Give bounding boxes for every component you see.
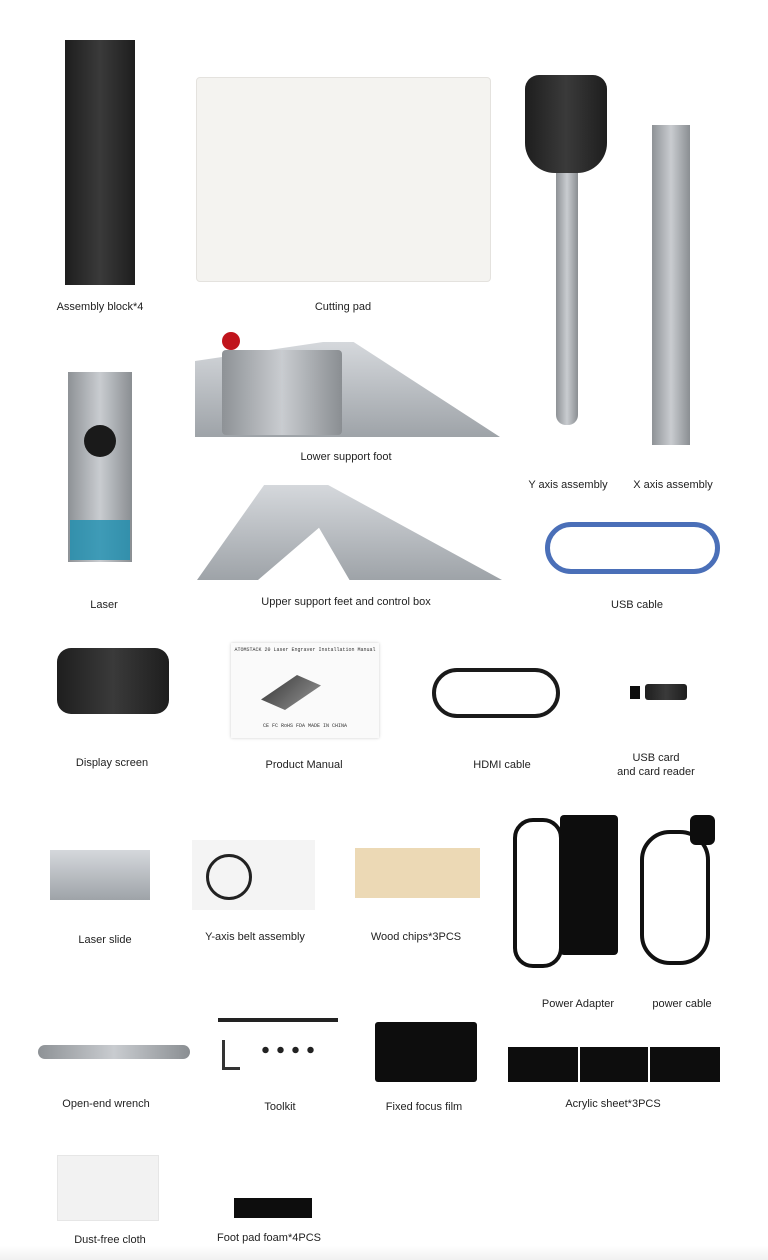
usb-cable-image [545, 522, 720, 574]
display-screen-label: Display screen [75, 757, 149, 769]
acrylic-sheet-image [580, 1047, 648, 1082]
laser-slide-label: Laser slide [78, 934, 132, 946]
cutting-pad-image [196, 77, 491, 282]
control-box-image [222, 350, 342, 435]
power-cable-label: power cable [652, 998, 712, 1010]
hdmi-cable-label: HDMI cable [473, 759, 531, 771]
usb-card-label: USB card [632, 752, 680, 764]
lower-support-foot-label: Lower support foot [300, 451, 392, 463]
laser-slide-image [50, 850, 150, 900]
upper-support-feet-image [197, 485, 502, 580]
foot-pad-foam-label: Foot pad foam*4PCS [217, 1232, 321, 1244]
screws-image [258, 1046, 318, 1054]
card-reader-image [645, 684, 687, 700]
power-cable-image [640, 830, 710, 965]
display-screen-image [57, 648, 169, 714]
assembly-block-label: Assembly block*4 [56, 301, 144, 313]
x-axis-assembly-label: X axis assembly [633, 479, 713, 491]
sd-card-image [630, 686, 640, 699]
usb-cable-label: USB cable [611, 599, 663, 611]
cutting-pad-label: Cutting pad [314, 301, 372, 313]
power-plug-image [690, 815, 715, 845]
manual-cover-engraver-image [261, 675, 321, 710]
acrylic-sheet-image [508, 1047, 578, 1082]
upper-support-feet-label: Upper support feet and control box [261, 596, 431, 608]
laser-label: Laser [90, 599, 118, 611]
laser-lens-image [70, 520, 130, 560]
wood-chips-image [355, 848, 480, 898]
power-adapter-image [560, 815, 618, 955]
toolkit-label: Toolkit [264, 1101, 296, 1113]
y-axis-belt-label: Y-axis belt assembly [205, 931, 305, 943]
emergency-button-icon [222, 332, 240, 350]
manual-cover-marks: CE FC RoHS FDA MADE IN CHINA [262, 723, 347, 729]
product-manual-image: ATOMSTACK 20 Laser Engraver Installation… [231, 643, 379, 738]
open-end-wrench-image [38, 1045, 190, 1059]
acrylic-sheet-label: Acrylic sheet*3PCS [565, 1098, 661, 1110]
y-axis-assembly-label: Y axis assembly [528, 479, 608, 491]
manual-cover-title: ATOMSTACK 20 Laser Engraver Installation… [234, 647, 376, 653]
y-axis-rod-image [556, 160, 578, 425]
card-reader-label: and card reader [617, 766, 695, 778]
product-manual-label: Product Manual [265, 759, 343, 771]
y-axis-head-image [525, 75, 607, 173]
wood-chips-label: Wood chips*3PCS [370, 931, 462, 943]
cable-ties-image [218, 1018, 338, 1022]
assembly-block-image [65, 40, 135, 285]
laser-knob-icon [84, 425, 116, 457]
open-end-wrench-label: Open-end wrench [62, 1098, 150, 1110]
dust-free-cloth-image [57, 1155, 159, 1221]
y-axis-belt-image [192, 840, 315, 910]
fixed-focus-film-label: Fixed focus film [385, 1101, 463, 1113]
bottom-fade [0, 1246, 768, 1260]
foot-pad-foam-image [234, 1198, 312, 1218]
fixed-focus-film-image [375, 1022, 477, 1082]
acrylic-sheet-image [650, 1047, 720, 1082]
hex-keys-image [222, 1040, 240, 1070]
power-adapter-label: Power Adapter [541, 998, 615, 1010]
dust-free-cloth-label: Dust-free cloth [74, 1234, 146, 1246]
x-axis-rod-image [652, 125, 690, 445]
power-adapter-cord-image [513, 818, 563, 968]
hdmi-cable-image [432, 668, 560, 718]
